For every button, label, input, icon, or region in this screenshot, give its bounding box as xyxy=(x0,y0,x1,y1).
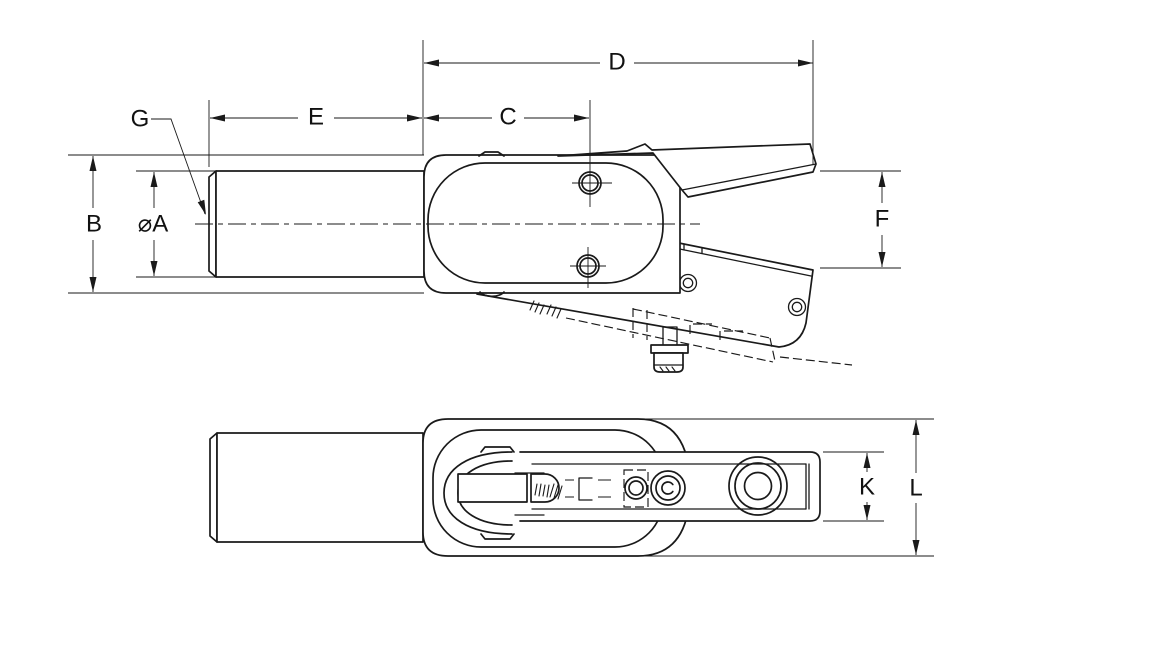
linkage-bracket xyxy=(578,477,593,501)
dimension-a: ⌀A xyxy=(138,172,168,276)
clevis-tab-top xyxy=(480,446,515,453)
arm-step-lines xyxy=(514,472,545,516)
plate-screw-1-bore xyxy=(682,277,694,289)
clevis-tab-bottom xyxy=(480,533,515,540)
dimensions: D E C B ⌀A xyxy=(68,40,934,557)
pivot-screw-ring xyxy=(743,471,773,501)
arm-end-insert xyxy=(805,463,810,510)
arrow-b-bottom xyxy=(89,277,97,292)
dim-label-k: K xyxy=(859,474,875,501)
dimension-c: C xyxy=(424,104,589,131)
arrow-l-top xyxy=(912,420,920,435)
arrow-f-bottom xyxy=(878,252,886,267)
dimension-l: L xyxy=(909,420,923,555)
shank-chamfer-plan xyxy=(209,432,218,543)
piston-hatch xyxy=(534,483,563,500)
socket-screw-head xyxy=(655,475,681,501)
dimension-g: G xyxy=(131,106,206,215)
dim-label-g: G xyxy=(131,106,150,133)
dimension-e: E xyxy=(210,104,422,131)
fitting-body xyxy=(653,352,684,373)
socket-screw-hex xyxy=(661,481,674,495)
socket-screw xyxy=(650,470,686,506)
screw-centerlines xyxy=(570,182,612,288)
arrow-k-top xyxy=(863,453,871,468)
plate-screw-2 xyxy=(787,297,807,317)
arrow-k-bottom xyxy=(863,505,871,520)
body-boss-top xyxy=(478,151,505,157)
linkage-dashes xyxy=(565,479,611,498)
arrow-a-bottom xyxy=(150,261,158,276)
top-view xyxy=(195,143,853,373)
gripper-arm-fill xyxy=(520,452,820,521)
gripper-arm xyxy=(519,451,821,522)
dimension-b: B xyxy=(86,156,102,292)
link-pin xyxy=(624,476,648,500)
dim-label-b: B xyxy=(86,211,102,238)
air-fitting xyxy=(650,326,689,373)
lower-jaw-steps xyxy=(683,243,703,254)
hidden-lever-dashed xyxy=(565,308,853,366)
arrow-e-left xyxy=(210,114,225,122)
body-boss-bottom xyxy=(479,291,505,298)
fitting-flange xyxy=(650,344,689,354)
arrow-f-top xyxy=(878,172,886,187)
dim-label-c: C xyxy=(499,104,516,131)
housing-slot-outline xyxy=(427,162,664,284)
fitting-stem xyxy=(662,326,678,346)
dim-label-l: L xyxy=(909,475,922,502)
upper-jaw-pad-line xyxy=(681,163,817,191)
arrow-c-left xyxy=(424,114,439,122)
arrow-a-top xyxy=(150,172,158,187)
dim-label-f: F xyxy=(875,206,890,233)
slider-block xyxy=(457,473,528,503)
arrow-b-top xyxy=(89,156,97,171)
lower-jaw-plate xyxy=(476,239,814,348)
dimension-d: D xyxy=(424,49,813,76)
extension-lines xyxy=(68,40,934,557)
bottom-view xyxy=(209,418,821,557)
arrow-e-right xyxy=(407,114,422,122)
cylinder-shank-plan xyxy=(216,432,424,543)
pin-hidden-outline xyxy=(623,469,649,508)
dim-label-e: E xyxy=(308,104,324,131)
arrow-d-left xyxy=(424,59,439,67)
dimension-k: K xyxy=(859,453,875,520)
fitting-knurl xyxy=(659,366,676,372)
spring-hatch xyxy=(529,300,562,319)
dim-label-a: ⌀A xyxy=(138,211,168,238)
pivot-bearing xyxy=(734,462,782,510)
dim-label-d: D xyxy=(608,49,625,76)
arrow-g xyxy=(197,199,206,215)
arrow-c-right xyxy=(574,114,589,122)
lower-jaw-face-line xyxy=(669,246,812,277)
dimension-f: F xyxy=(875,172,890,267)
link-pin-bore xyxy=(628,480,644,496)
pivot-boss xyxy=(728,456,788,516)
arrow-l-bottom xyxy=(912,540,920,555)
arrow-d-right xyxy=(798,59,813,67)
plate-screw-2-bore xyxy=(791,301,803,313)
